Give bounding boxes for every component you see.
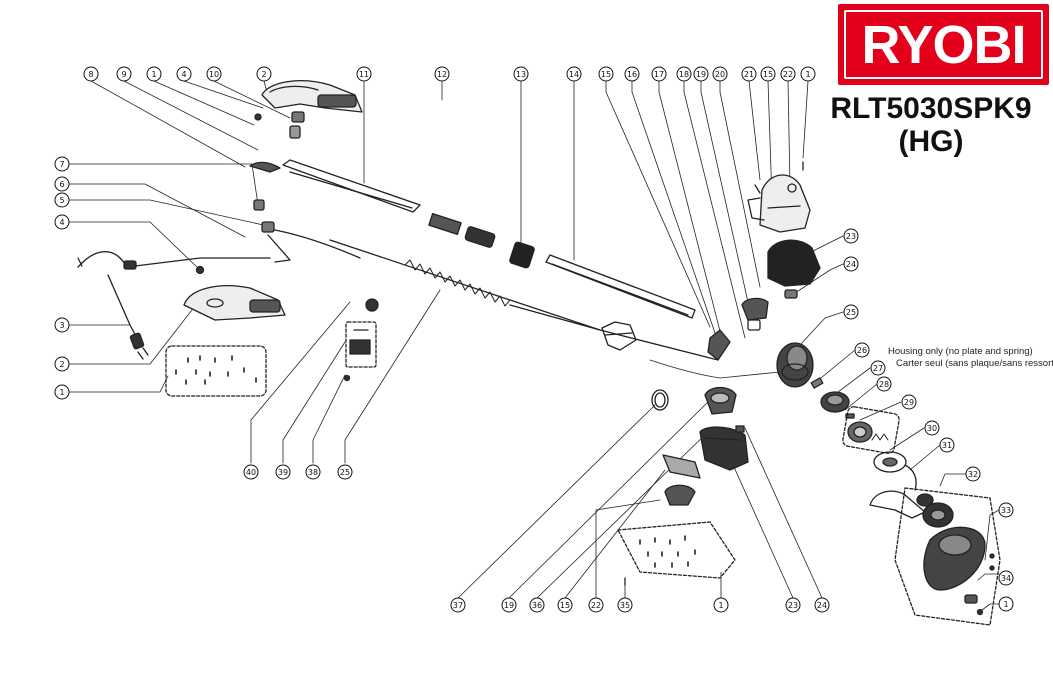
callout-label: 29 — [904, 398, 914, 407]
callout-label: 5 — [59, 196, 64, 205]
callout-label: 13 — [516, 70, 526, 79]
callout-label: 21 — [744, 70, 754, 79]
callout-label: 20 — [715, 70, 725, 79]
model-number-line1: RLT5030SPK9 — [830, 92, 1032, 125]
callout-label: 2 — [261, 70, 266, 79]
callout-label: 35 — [620, 601, 630, 610]
callout-label: 15 — [560, 601, 570, 610]
callout-label: 17 — [654, 70, 664, 79]
callout-label: 10 — [209, 70, 219, 79]
callout-label: 1 — [151, 70, 156, 79]
lower-shaft — [545, 254, 696, 319]
callout-label: 31 — [942, 441, 952, 450]
callout-label: 24 — [817, 601, 827, 610]
motor-parts — [707, 297, 769, 361]
shaft-bracket — [601, 321, 637, 351]
callout-label: 30 — [927, 424, 937, 433]
callout-label: 16 — [627, 70, 637, 79]
brand-logo: RYOBI — [838, 4, 1049, 85]
callout-label: 33 — [1001, 506, 1011, 515]
front-handle-upper — [261, 80, 363, 113]
callout-label: 25 — [340, 468, 350, 477]
callout-label: 11 — [359, 70, 369, 79]
callout-label: 7 — [59, 160, 64, 169]
lower-housing-parts — [624, 386, 749, 586]
callout-label: 1 — [59, 388, 64, 397]
callout-label: 3 — [59, 321, 64, 330]
callout-label: 28 — [879, 380, 889, 389]
rear-handle — [183, 285, 286, 321]
shaft-outline — [649, 359, 781, 379]
upper-shaft — [282, 159, 496, 248]
model-number: RLT5030SPK9 (HG) — [814, 92, 1048, 158]
callout-label: 36 — [532, 601, 542, 610]
callout-label: 27 — [873, 364, 883, 373]
model-number-line2: (HG) — [898, 125, 964, 158]
callout-label: 9 — [121, 70, 126, 79]
callout-label: 14 — [569, 70, 579, 79]
callout-label: 6 — [59, 180, 64, 189]
callout-label: 15 — [763, 70, 773, 79]
housing-note: Housing only (no plate and spring) Carte… — [888, 346, 1053, 370]
spool-guard-assembly — [869, 487, 1001, 626]
callout-label: 38 — [308, 468, 318, 477]
callout-label: 1 — [805, 70, 810, 79]
callout-label: 19 — [504, 601, 514, 610]
callout-label: 23 — [846, 232, 856, 241]
spool-stack — [810, 377, 917, 491]
callout-label: 22 — [591, 601, 601, 610]
callout-label: 4 — [59, 218, 64, 227]
motor-housing — [767, 239, 821, 299]
brand-logo-frame: RYOBI — [844, 10, 1043, 79]
inner-cable — [267, 229, 719, 361]
callout-label: 1 — [1003, 600, 1008, 609]
callout-label: 15 — [601, 70, 611, 79]
guide-parts — [343, 298, 379, 382]
callout-label: 37 — [453, 601, 463, 610]
callout-label: 22 — [783, 70, 793, 79]
shaft-coupler — [509, 241, 535, 269]
callout-label: 19 — [696, 70, 706, 79]
screw-bag — [165, 345, 267, 397]
callout-label: 24 — [846, 260, 856, 269]
callout-label: 32 — [968, 470, 978, 479]
callout-label: 1 — [718, 601, 723, 610]
callout-label: 25 — [846, 308, 856, 317]
callout-label: 18 — [679, 70, 689, 79]
spool-housing — [776, 342, 814, 388]
callout-label: 4 — [181, 70, 186, 79]
power-cord — [77, 251, 271, 360]
screw-bag-lower — [617, 521, 736, 579]
callout-label: 23 — [788, 601, 798, 610]
callout-label: 40 — [246, 468, 256, 477]
callouts — [54, 66, 1014, 613]
upper-motor-cover — [747, 161, 811, 233]
switch-parts — [195, 111, 305, 275]
callout-label: 8 — [88, 70, 93, 79]
housing-note-en: Housing only (no plate and spring) — [888, 346, 1033, 357]
brand-logo-text: RYOBI — [861, 14, 1026, 75]
housing-note-fr: Carter seul (sans plaque/sans ressort) — [896, 358, 1053, 369]
callout-label: 39 — [278, 468, 288, 477]
callout-label: 34 — [1001, 574, 1011, 583]
callout-label: 2 — [59, 360, 64, 369]
callout-label: 12 — [437, 70, 447, 79]
callout-label: 26 — [857, 346, 867, 355]
